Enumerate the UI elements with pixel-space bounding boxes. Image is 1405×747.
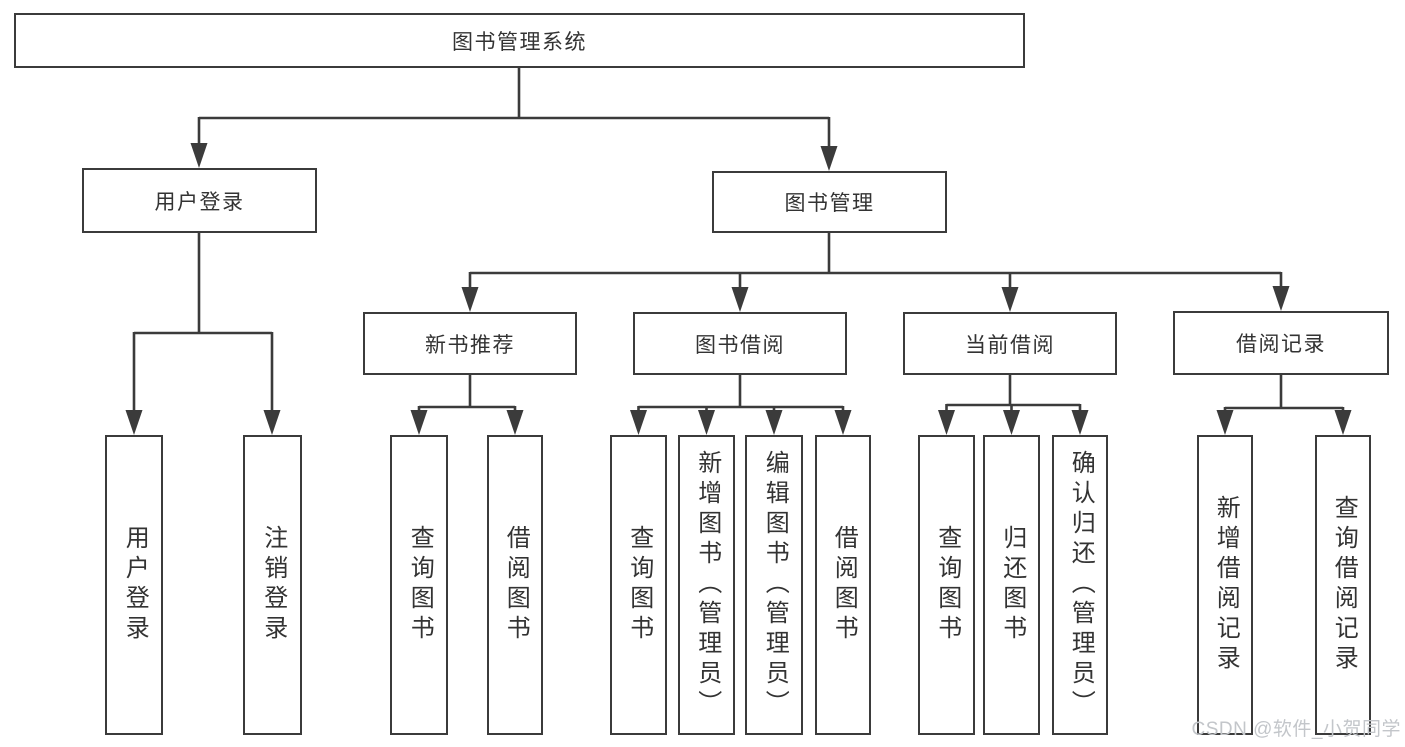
node-borrow-books-recommend: 借阅图书 [487, 435, 543, 735]
arrow-down-icon [1216, 410, 1234, 435]
arrow-down-icon [820, 146, 838, 171]
node-logout-leaf: 注销登录 [243, 435, 302, 735]
arrow-down-icon [1003, 410, 1020, 435]
arrow-down-icon [938, 410, 955, 435]
node-library-management-system: 图书管理系统 [14, 13, 1025, 68]
node-query-books-recommend: 查询图书 [390, 435, 448, 735]
arrow-down-icon [1001, 287, 1019, 312]
node-confirm-return-admin: 确认归还（管理员） [1052, 435, 1108, 735]
node-return-books: 归还图书 [983, 435, 1040, 735]
arrow-down-icon [731, 287, 749, 312]
node-edit-books-admin: 编辑图书（管理员） [745, 435, 803, 735]
node-borrowing-records: 借阅记录 [1173, 311, 1389, 375]
node-query-borrow-record: 查询借阅记录 [1315, 435, 1371, 735]
arrow-down-icon [263, 410, 281, 435]
node-add-borrow-record: 新增借阅记录 [1197, 435, 1253, 735]
arrow-down-icon [1272, 286, 1290, 311]
node-current-borrowing: 当前借阅 [903, 312, 1117, 375]
arrow-down-icon [190, 143, 208, 168]
node-borrow-books-leaf: 借阅图书 [815, 435, 871, 735]
node-query-books-borrowing: 查询图书 [610, 435, 667, 735]
node-book-borrowing: 图书借阅 [633, 312, 847, 375]
node-query-books-current: 查询图书 [918, 435, 975, 735]
csdn-watermark: CSDN @软件_小贺同学 [1191, 719, 1401, 740]
arrow-down-icon [630, 410, 647, 435]
node-user-login-module: 用户登录 [82, 168, 317, 233]
arrowhead-icons [125, 143, 1352, 435]
arrow-down-icon [410, 410, 428, 435]
node-add-books-admin: 新增图书（管理员） [678, 435, 735, 735]
arrow-down-icon [461, 287, 479, 312]
arrow-down-icon [1334, 410, 1352, 435]
node-user-login-leaf: 用户登录 [105, 435, 163, 735]
arrow-down-icon [698, 410, 715, 435]
arrow-down-icon [506, 410, 524, 435]
arrow-down-icon [125, 410, 143, 435]
arrow-down-icon [1071, 410, 1089, 435]
arrow-down-icon [834, 410, 852, 435]
arrow-down-icon [765, 410, 783, 435]
connector-paths [132, 68, 1345, 412]
node-new-book-recommend: 新书推荐 [363, 312, 577, 375]
node-book-management-module: 图书管理 [712, 171, 947, 233]
